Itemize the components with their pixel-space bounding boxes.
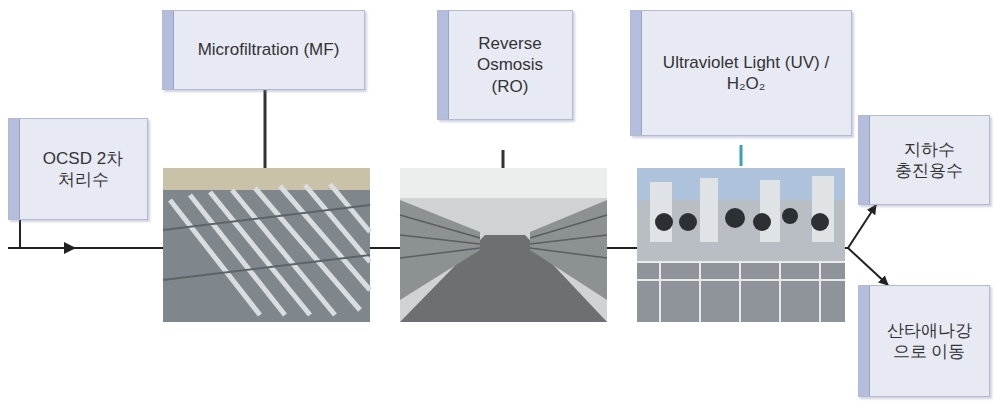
box-text: 지하수 충진용수 <box>881 139 977 182</box>
leader-line <box>264 90 267 168</box>
box-text: Reverse Osmosis (RO) <box>460 33 560 97</box>
process-label: Ultraviolet Light (UV) / H₂O₂ <box>630 10 852 136</box>
box-text: OCSD 2차 처리수 <box>31 148 135 191</box>
process-label: Reverse Osmosis (RO) <box>437 10 573 120</box>
flow-line <box>8 247 20 249</box>
outlet-box: 산타애나강 으로 이동 <box>858 285 990 397</box>
flow-arrowhead <box>64 242 76 254</box>
ro-photo <box>400 168 607 322</box>
box-text: Ultraviolet Light (UV) / H₂O₂ <box>653 52 839 95</box>
outlet-box: 지하수 충진용수 <box>858 115 990 205</box>
source-box: OCSD 2차 처리수 <box>8 118 148 220</box>
box-text: 산타애나강 으로 이동 <box>881 320 977 363</box>
mf-photo <box>163 168 370 322</box>
leader-line <box>740 145 743 166</box>
leader-line <box>502 150 505 168</box>
uv-photo <box>637 168 845 322</box>
process-label: Microfiltration (MF) <box>162 10 365 90</box>
box-text: Microfiltration (MF) <box>198 39 340 60</box>
